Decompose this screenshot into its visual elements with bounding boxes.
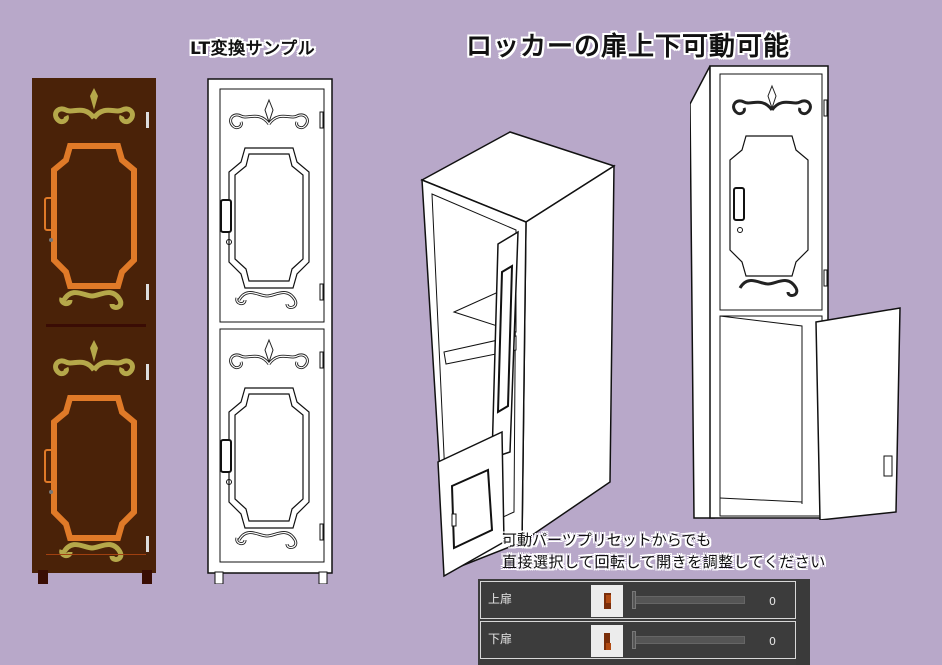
part-label: 下扉 <box>488 632 513 646</box>
main-title: ロッカーの扉上下可動可能 <box>466 32 791 62</box>
part-row-upper-door[interactable]: 上扉 0 <box>480 581 796 619</box>
rotation-slider-handle[interactable] <box>632 591 636 609</box>
instruction-line-1: 可動パーツプリセットからでも <box>502 531 712 549</box>
color-locker-illustration <box>32 78 156 584</box>
front-open-locker-illustration <box>690 65 901 520</box>
rotation-value: 0 <box>769 595 776 608</box>
rotation-slider-track[interactable] <box>635 596 745 604</box>
lt-converted-locker-illustration <box>207 78 333 584</box>
perspective-open-locker-illustration <box>420 131 616 578</box>
lt-sample-title: LT変換サンプル <box>190 39 316 59</box>
lower-door-thumbnail-icon <box>591 625 623 657</box>
part-label: 上扉 <box>488 592 513 606</box>
instruction-line-2: 直接選択して回転して開きを調整してください <box>502 553 826 571</box>
panel-scrollbar[interactable] <box>796 579 810 665</box>
part-row-lower-door[interactable]: 下扉 0 <box>480 621 796 659</box>
upper-door-thumbnail-icon <box>591 585 623 617</box>
moving-parts-panel: 上扉 0 下扉 0 <box>478 579 810 665</box>
rotation-slider-track[interactable] <box>635 636 745 644</box>
rotation-slider-handle[interactable] <box>632 631 636 649</box>
rotation-value: 0 <box>769 635 776 648</box>
